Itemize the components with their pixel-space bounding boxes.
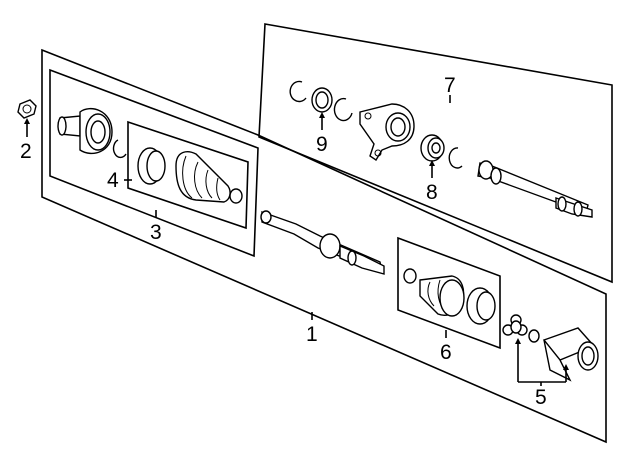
callout-3: 3	[150, 221, 162, 244]
panel-3-outline	[49, 68, 259, 258]
panel-4-outline	[127, 120, 249, 230]
outer-boot-band	[137, 147, 166, 185]
snap-ring-right	[448, 147, 463, 169]
callout-6: 6	[440, 341, 452, 364]
callout-1: 1	[306, 323, 318, 346]
intermediate-shaft	[477, 160, 593, 218]
inner-circlip	[528, 329, 540, 343]
inner-joint-housing	[542, 327, 599, 382]
inner-boot	[403, 268, 465, 317]
callout-9: 9	[316, 133, 328, 156]
callout-8: 8	[426, 181, 438, 204]
panel-6-outline	[397, 236, 501, 350]
snap-ring-left	[289, 80, 307, 103]
axle-nut-part-2	[17, 99, 37, 119]
bearing-part-8	[420, 134, 445, 162]
cv-clip	[112, 139, 127, 159]
callout-7: 7	[444, 74, 456, 97]
leader-lines	[24, 95, 569, 386]
callout-4: 4	[107, 169, 119, 192]
outer-boot	[175, 151, 243, 204]
panel-1-outline	[41, 48, 607, 444]
callout-2: 2	[20, 140, 32, 163]
inner-boot-band	[466, 287, 496, 325]
seal-part-9	[311, 87, 333, 113]
snap-ring-middle	[333, 97, 353, 122]
half-shaft	[260, 210, 385, 275]
tripod-joint	[502, 314, 528, 336]
panel-7-outline	[258, 23, 613, 284]
outer-cv-joint	[57, 107, 113, 155]
bearing-support-bracket	[359, 103, 415, 161]
callout-5: 5	[535, 386, 547, 409]
